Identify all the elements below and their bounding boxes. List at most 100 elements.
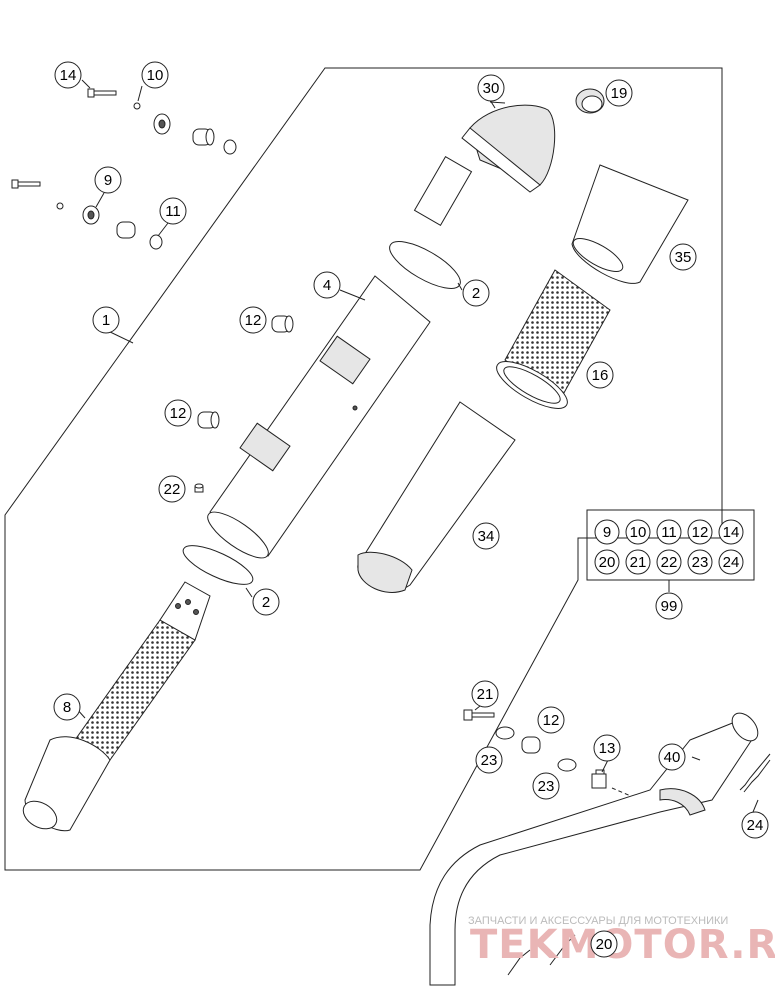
- bolt-14: [87, 88, 117, 98]
- svg-text:24: 24: [723, 554, 740, 571]
- watermark-tagline: ЗАПЧАСТИ И АКСЕССУАРЫ ДЛЯ МОТОТЕХНИКИ: [468, 915, 728, 927]
- callout-10: 10: [141, 61, 169, 89]
- kit-item-23: 23: [687, 549, 713, 575]
- svg-text:4: 4: [323, 277, 331, 294]
- svg-text:22: 22: [164, 481, 181, 498]
- bolt-left: [11, 179, 41, 189]
- screw-22: [194, 483, 204, 493]
- callout-23-left: 23: [475, 746, 503, 774]
- bushing-12-upper: [271, 315, 294, 333]
- svg-text:22: 22: [661, 554, 678, 571]
- bushing-12-pipe: [521, 736, 541, 754]
- kit-item-9: 9: [594, 519, 620, 545]
- gasket-ring-2-top: [389, 241, 461, 289]
- callout-2-top: 2: [462, 279, 490, 307]
- outer-shell-34: [357, 401, 516, 593]
- svg-text:20: 20: [596, 936, 613, 953]
- svg-text:8: 8: [63, 699, 71, 716]
- callout-1: 1: [92, 306, 120, 334]
- callout-40: 40: [658, 743, 686, 771]
- clip-nut-13: [591, 769, 607, 789]
- svg-text:20: 20: [599, 554, 616, 571]
- spring-20-a: [507, 949, 531, 976]
- svg-text:14: 14: [723, 524, 740, 541]
- callout-23-right: 23: [532, 772, 560, 800]
- svg-text:23: 23: [481, 752, 498, 769]
- kit-item-10: 10: [625, 519, 651, 545]
- svg-text:14: 14: [60, 67, 77, 84]
- svg-text:9: 9: [104, 172, 112, 189]
- nut-top: [223, 139, 237, 155]
- perforated-tube-16: [496, 269, 611, 409]
- svg-text:1: 1: [102, 312, 110, 329]
- kit-item-20: 20: [594, 549, 620, 575]
- callout-30: 30: [477, 74, 505, 102]
- kit-item-11: 11: [656, 519, 682, 545]
- kit-item-22: 22: [656, 549, 682, 575]
- watermark-brand: TEKMOTOR.RU: [470, 922, 775, 968]
- callout-12-upper: 12: [239, 306, 267, 334]
- inner-pipe-8: [22, 581, 211, 832]
- assembly-outline: [4, 67, 723, 871]
- callout-14: 14: [54, 61, 82, 89]
- washer-small: [56, 202, 64, 210]
- callout-22: 22: [158, 475, 186, 503]
- svg-text:23: 23: [692, 554, 709, 571]
- washer-23-b: [557, 758, 577, 772]
- grommet-mid: [116, 221, 136, 239]
- svg-text:12: 12: [170, 405, 187, 422]
- svg-text:10: 10: [630, 524, 647, 541]
- bush-19: [575, 88, 605, 114]
- svg-text:40: 40: [664, 749, 681, 766]
- svg-text:21: 21: [477, 686, 494, 703]
- svg-text:12: 12: [543, 712, 560, 729]
- svg-text:11: 11: [165, 203, 181, 220]
- callout-35: 35: [669, 243, 697, 271]
- bushing-12-lower: [197, 411, 220, 429]
- kit-item-21: 21: [625, 549, 651, 575]
- callout-13: 13: [593, 734, 621, 762]
- callout-12-lower: 12: [164, 399, 192, 427]
- svg-text:9: 9: [603, 524, 611, 541]
- callout-16: 16: [586, 361, 614, 389]
- kit-item-24: 24: [718, 549, 744, 575]
- kit-box: [586, 509, 755, 581]
- svg-text:24: 24: [747, 817, 764, 834]
- kit-item-14: 14: [718, 519, 744, 545]
- svg-text:13: 13: [599, 740, 616, 757]
- svg-text:16: 16: [592, 367, 609, 384]
- bolt-21: [463, 709, 495, 721]
- callout-2-bottom: 2: [252, 588, 280, 616]
- callout-12-pipe: 12: [537, 706, 565, 734]
- kit-item-12: 12: [687, 519, 713, 545]
- nut-11: [149, 234, 163, 250]
- sleeve-35: [571, 164, 689, 284]
- svg-text:21: 21: [630, 554, 647, 571]
- svg-text:2: 2: [472, 285, 480, 302]
- spring-24: [739, 753, 771, 793]
- header-pipe-40: [429, 712, 759, 986]
- callout-9: 9: [94, 166, 122, 194]
- silencer-body-4: [207, 275, 431, 559]
- callout-4: 4: [313, 271, 341, 299]
- end-cap-30: [413, 101, 556, 227]
- svg-text:30: 30: [483, 80, 500, 97]
- callout-34: 34: [472, 522, 500, 550]
- svg-text:12: 12: [692, 524, 709, 541]
- svg-text:10: 10: [147, 67, 164, 84]
- callout-21: 21: [471, 680, 499, 708]
- svg-text:99: 99: [661, 598, 678, 615]
- gasket-ring-2-bottom: [182, 545, 254, 585]
- callout-11: 11: [159, 197, 187, 225]
- callout-20: 20: [590, 930, 618, 958]
- svg-text:23: 23: [538, 778, 555, 795]
- washer-10-top: [133, 102, 141, 110]
- washer-23-a: [495, 726, 515, 740]
- callout-19: 19: [605, 79, 633, 107]
- svg-text:2: 2: [262, 594, 270, 611]
- svg-text:19: 19: [611, 85, 628, 102]
- callout-99: 99: [655, 592, 683, 620]
- svg-text:35: 35: [675, 249, 692, 266]
